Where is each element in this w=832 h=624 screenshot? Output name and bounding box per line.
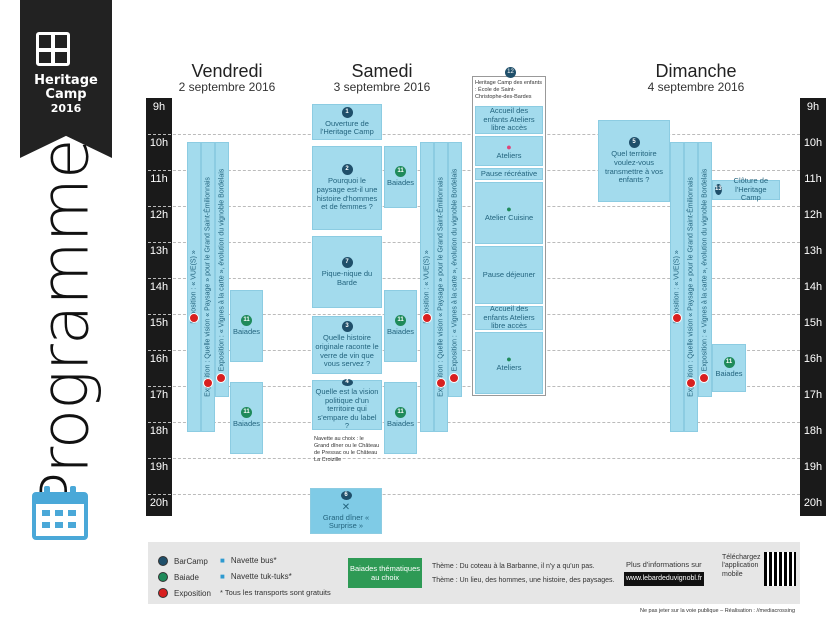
- bus-icon: ■: [220, 556, 225, 565]
- legend-theme-1: Thème : Du coteau à la Barbanne, il n'y …: [432, 563, 595, 570]
- baiades-thematiques-button[interactable]: Baiades thématiques au choix: [348, 558, 422, 588]
- programme-title: Programme: [26, 138, 104, 512]
- legend-barcamp: BarCamp: [158, 556, 208, 566]
- expo-marker-icon: [216, 373, 226, 383]
- barcamp-dot-icon: [158, 556, 168, 566]
- legend-bus: ■Navette bus*: [220, 556, 277, 565]
- kids-ateliers-2[interactable]: ●Ateliers: [475, 332, 543, 394]
- kids-accueil-2[interactable]: Accueil des enfants Ateliers libre accès: [475, 304, 543, 330]
- kids-accueil-1[interactable]: Accueil des enfants Ateliers libre accès: [475, 106, 543, 134]
- legend-baiade: Baiade: [158, 572, 199, 582]
- baiade-dot-icon: [158, 572, 168, 582]
- footer-credit: Ne pas jeter sur la voie publique – Réal…: [640, 608, 795, 614]
- cutlery-icon: ✕: [341, 502, 351, 514]
- expo-marker-icon: [422, 313, 432, 323]
- friday-expo-paysage[interactable]: Exposition : Quelle vision « Paysage » p…: [201, 142, 215, 432]
- expo-marker-icon: [699, 373, 709, 383]
- sunday-expo-vignes[interactable]: Exposition : « Vignes à la carte », évol…: [698, 142, 712, 397]
- kids-header: Heritage Camp des enfants : École de Sai…: [475, 80, 542, 101]
- brand-year: 2016: [50, 102, 82, 115]
- sunday-expo-vues[interactable]: Exposition : « VUE(S) »: [670, 142, 684, 432]
- kids-ateliers-1[interactable]: ●Ateliers: [475, 136, 543, 166]
- expo-marker-icon: [686, 378, 696, 388]
- expo-marker-icon: [449, 373, 459, 383]
- kids-pause-dejeuner[interactable]: Pause déjeuner: [475, 246, 543, 304]
- expo-marker-icon: [672, 313, 682, 323]
- friday-expo-vignes[interactable]: Exposition : « Vignes à la carte », évol…: [215, 142, 229, 397]
- saturday-expo-vues[interactable]: Exposition : « VUE(S) »: [420, 142, 434, 432]
- expo-marker-icon: [203, 378, 213, 388]
- bird-icon: ●: [506, 203, 512, 214]
- grid-line: [148, 422, 800, 423]
- grid-line: [148, 458, 800, 459]
- exposition-dot-icon: [158, 588, 168, 598]
- saturday-grand-diner[interactable]: 6✕Grand dîner « Surprise »: [310, 488, 382, 534]
- heritage-logo-icon: [36, 32, 70, 66]
- legend-transports: * Tous les transports sont gratuits: [220, 588, 331, 597]
- website-link[interactable]: www.lebardeduvignobl.fr: [624, 572, 704, 586]
- tuktuk-icon: ■: [220, 572, 225, 581]
- legend-theme-2: Thème : Un lieu, des hommes, une histoir…: [432, 577, 615, 584]
- brand-line2: Camp: [45, 87, 87, 102]
- grid-line: [148, 494, 800, 495]
- expo-marker-icon: [189, 313, 199, 323]
- kids-atelier-cuisine[interactable]: ●Atelier Cuisine: [475, 182, 543, 244]
- saturday-expo-vignes[interactable]: Exposition : « Vignes à la carte », évol…: [448, 142, 462, 397]
- brand-line1: Heritage: [34, 73, 98, 88]
- saturday-navette-note: Navette au choix : le Grand dîner ou le …: [314, 436, 380, 464]
- sunday-expo-paysage[interactable]: Exposition : Quelle vision « Paysage » p…: [684, 142, 698, 432]
- calendar-icon: [32, 486, 88, 540]
- kids-pause-recreative[interactable]: Pause récréative: [475, 168, 543, 180]
- bird-icon: ●: [506, 353, 512, 364]
- legend-tuktuk: ■Navette tuk-tuks*: [220, 572, 292, 581]
- kids-number-badge: 12: [505, 67, 516, 78]
- legend-exposition: Exposition: [158, 588, 211, 598]
- legend-info: Plus d'informations sur: [626, 560, 702, 569]
- friday-expo-vues[interactable]: Exposition : « VUE(S) »: [187, 142, 201, 432]
- heritage-camp-badge: [20, 0, 112, 158]
- bird-icon: ●: [506, 141, 512, 152]
- saturday-expo-paysage[interactable]: Exposition : Quelle vision « Paysage » p…: [434, 142, 448, 432]
- qr-code-icon[interactable]: [764, 552, 796, 586]
- expo-marker-icon: [436, 378, 446, 388]
- app-download-text: Téléchargez l'application mobile: [722, 554, 761, 578]
